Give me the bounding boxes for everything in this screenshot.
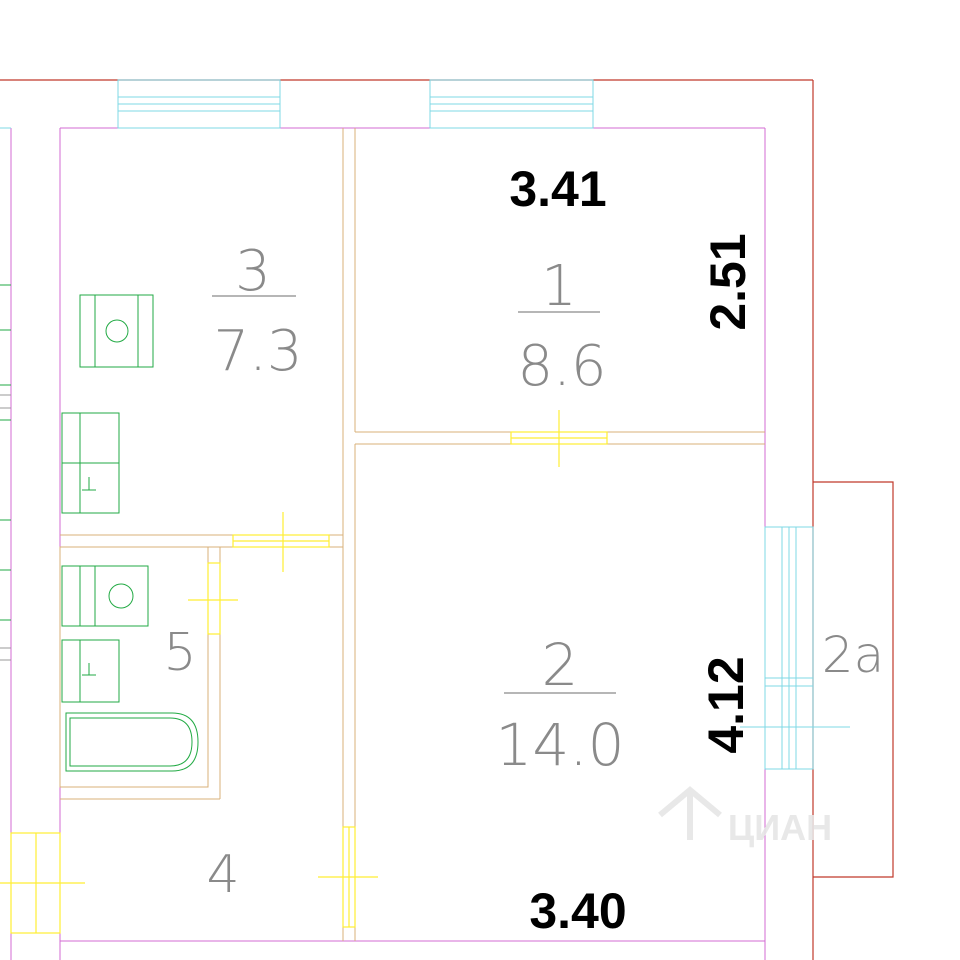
room2-width-dimension: 3.40 [529, 883, 626, 939]
bathtub [65, 712, 199, 772]
room1-area: 8.6 [517, 334, 606, 399]
room4-number: 4 [206, 845, 239, 905]
fixtures [61, 294, 199, 772]
left-edge-gray [0, 394, 11, 661]
watermark: ЦИАН [658, 786, 832, 848]
doors [0, 410, 608, 934]
door-entrance [0, 832, 85, 934]
room1-width-dimension: 3.41 [509, 161, 606, 217]
partitions [59, 128, 765, 941]
door-room1-room2 [510, 410, 608, 467]
windows [0, 79, 850, 770]
left-edge-fixtures [0, 284, 11, 621]
door-bathroom [188, 562, 238, 635]
inner-wall-faces [10, 127, 766, 960]
room2-number: 2 [542, 631, 579, 699]
balcony-door [740, 526, 850, 770]
window-right [429, 79, 594, 129]
room3-number: 3 [235, 239, 271, 304]
watermark-text: ЦИАН [728, 807, 832, 848]
room2-area: 14.0 [495, 711, 624, 779]
watermark-logo-icon [658, 786, 722, 840]
room1-depth-dimension: 2.51 [700, 233, 756, 330]
kitchen-sink [79, 294, 154, 368]
room5-number: 5 [163, 623, 196, 683]
room2-depth-dimension: 4.12 [698, 656, 754, 753]
room3-area: 7.3 [213, 319, 302, 384]
kitchen-stove [61, 412, 120, 514]
toilet [61, 639, 120, 703]
fraction-bars [212, 295, 616, 694]
door-room2 [318, 826, 378, 928]
room2a-number: 2a [822, 626, 884, 684]
room1-number: 1 [541, 254, 577, 319]
window-left [117, 79, 281, 129]
door-room3 [232, 512, 330, 572]
bath-sink [61, 565, 149, 627]
